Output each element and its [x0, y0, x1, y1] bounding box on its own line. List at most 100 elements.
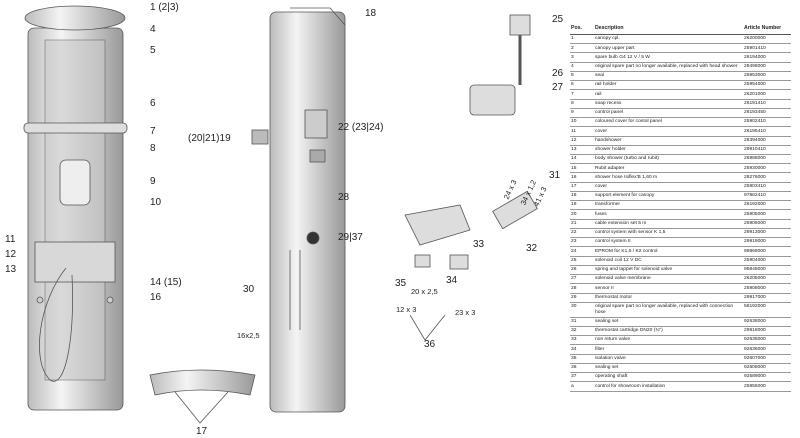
callout-18: 18: [365, 8, 377, 19]
callout-36: 36: [424, 339, 436, 350]
article-number-cell: 26988000: [743, 154, 791, 165]
pos-cell: 4: [570, 62, 594, 72]
callout-8: 8: [150, 143, 156, 154]
dimension-20x2-5: 20 x 2,5: [411, 287, 438, 296]
description-cell: cover: [594, 126, 743, 137]
description-cell: fuses: [594, 209, 743, 220]
article-number-cell: 92607000: [743, 354, 791, 364]
article-number-cell: 25930000: [743, 163, 791, 174]
description-cell: Rubit adapter: [594, 163, 743, 174]
article-number-cell: 26193450: [743, 108, 791, 119]
description-cell: spring and tappet for solenoid valve: [594, 265, 743, 276]
callout-16: 16: [150, 292, 162, 303]
pos-cell: 27: [570, 274, 594, 285]
hose-dimension: 16x2,5: [237, 331, 260, 340]
description-cell: handshower: [594, 136, 743, 146]
callout-34: 34: [446, 275, 458, 286]
description-cell: cable extension set 5 m: [594, 219, 743, 229]
article-number-cell: 28498000: [743, 62, 791, 72]
pos-cell: 23: [570, 237, 594, 248]
pos-cell: 1: [570, 34, 594, 45]
pos-cell: 30: [570, 302, 594, 318]
description-cell: original spare part no longer available,…: [594, 62, 743, 72]
article-number-cell: 28394000: [743, 136, 791, 146]
article-number-cell: 25902410: [743, 117, 791, 128]
callout-9: 9: [150, 176, 156, 187]
column-interior: [251, 7, 346, 413]
pos-cell: 34: [570, 344, 594, 355]
article-number-cell: 26192000: [743, 200, 791, 211]
pos-cell: 37: [570, 372, 594, 383]
description-cell: sealing set: [594, 363, 743, 374]
pos-cell: 24: [570, 246, 594, 257]
description-cell: original spare part no longer available,…: [594, 302, 743, 318]
article-number-cell: 26205000: [743, 274, 791, 285]
callout-32: 32: [526, 243, 538, 254]
pos-cell: 2: [570, 43, 594, 54]
callout-1: 1 (2|3): [150, 2, 179, 13]
article-number-cell: 26195410: [743, 126, 791, 137]
pos-cell: 32: [570, 326, 594, 337]
description-cell: shower hose Isiflex'B 1,60 m: [594, 172, 743, 183]
description-cell: thermostat motor: [594, 293, 743, 303]
callout-7: 7: [150, 126, 156, 137]
article-number-cell: 25955000: [743, 381, 791, 392]
article-number-cell: 92636000: [743, 344, 791, 355]
callout-25: 25: [552, 14, 564, 25]
description-cell: cover: [594, 182, 743, 192]
callout-31: 31: [549, 170, 561, 181]
callout-14: 14 (15): [150, 277, 182, 288]
pos-cell: 29: [570, 293, 594, 303]
article-number-cell: 28276000: [743, 172, 791, 183]
description-cell: control panel: [594, 108, 743, 119]
callout-19: (20|21)19: [188, 133, 231, 144]
pos-cell: 12: [570, 136, 594, 146]
callout-5: 5: [150, 45, 156, 56]
pos-cell: 3: [570, 52, 594, 63]
article-number-cell: 95848000: [743, 265, 791, 276]
description-cell: sealing set: [594, 317, 743, 327]
article-number-cell: 92589000: [743, 372, 791, 383]
description-cell: rail: [594, 89, 743, 100]
pos-cell: 31: [570, 317, 594, 327]
header-pos: Pos.: [570, 25, 594, 35]
pos-cell: 22: [570, 228, 594, 239]
article-number-cell: 29918000: [743, 326, 791, 337]
description-cell: control for showroom installation: [594, 381, 743, 392]
callout-12: 12: [5, 249, 17, 260]
pos-cell: 14: [570, 154, 594, 165]
article-number-cell: 26194000: [743, 52, 791, 63]
pos-cell: 15: [570, 163, 594, 174]
article-number-cell: 25908000: [743, 283, 791, 294]
exploded-view-drawing: [23, 5, 538, 424]
description-cell: body shower (turbo and rubit): [594, 154, 743, 165]
pos-cell: 9: [570, 108, 594, 119]
description-cell: seal: [594, 71, 743, 82]
pos-cell: 16: [570, 172, 594, 183]
shower-column: [23, 5, 128, 411]
article-number-cell: 92608000: [743, 363, 791, 374]
article-number-cell: 25906000: [743, 219, 791, 229]
